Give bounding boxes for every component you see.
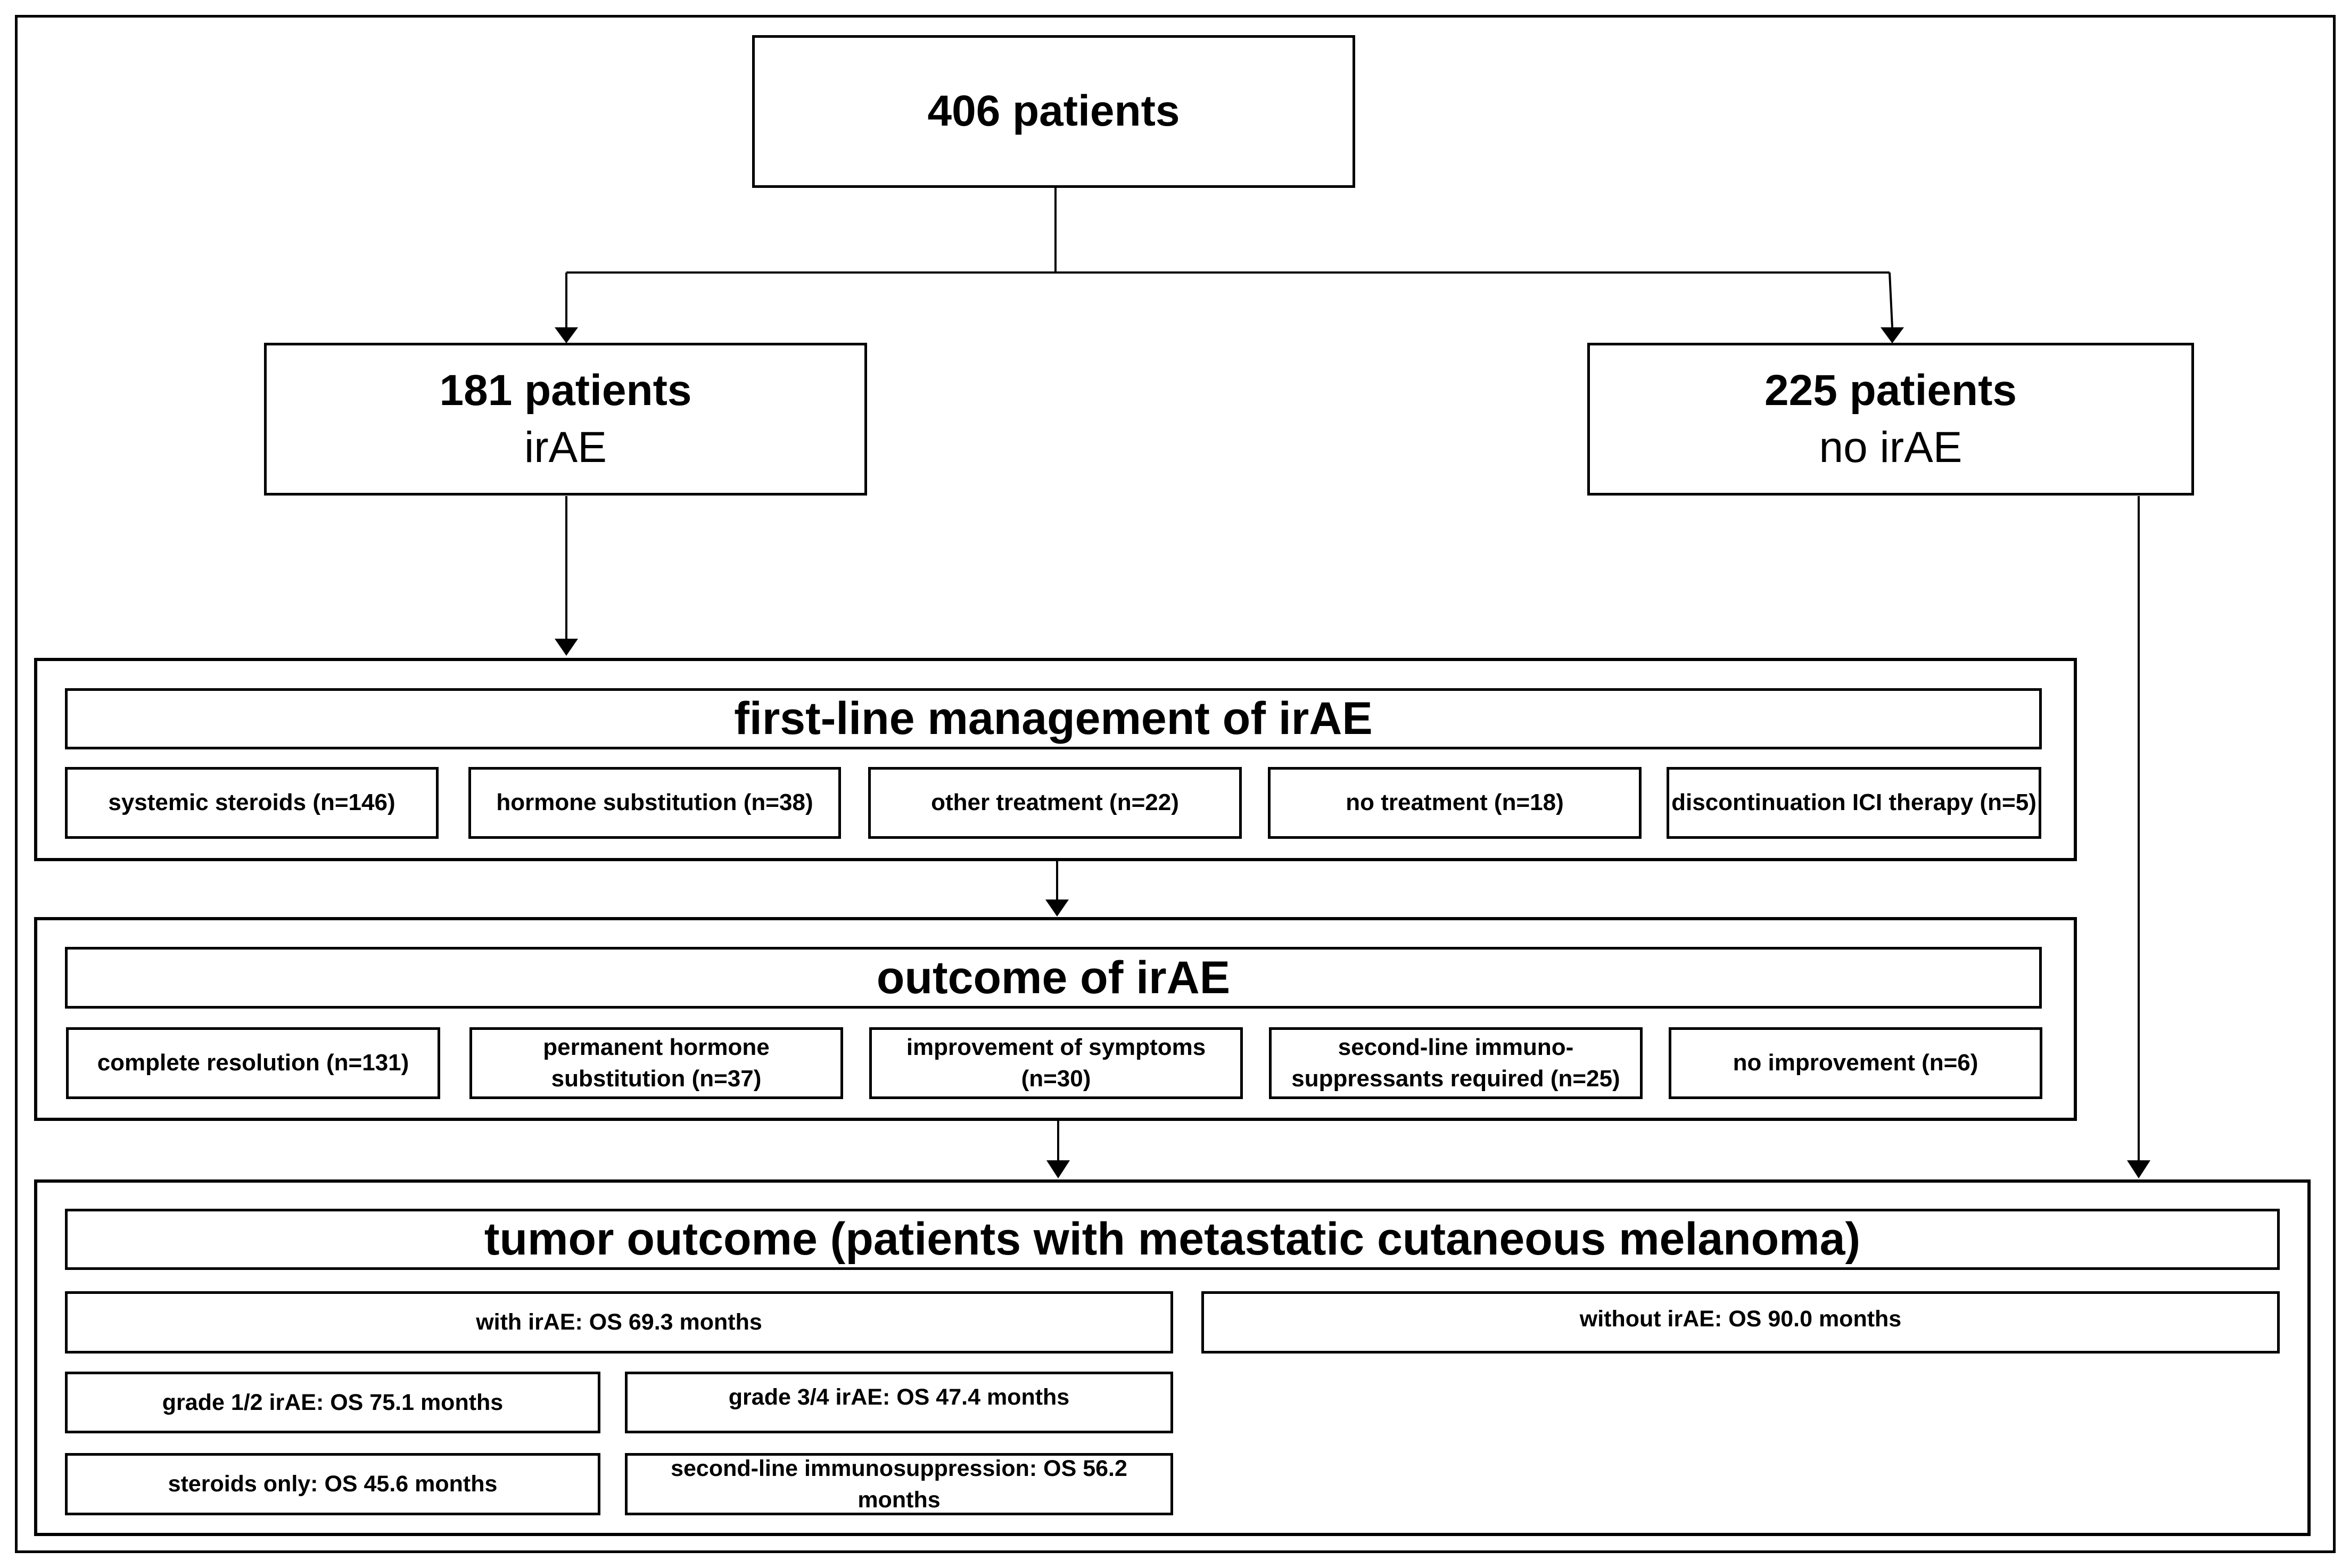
outcome-of-irae-title-box: outcome of irAE [65, 947, 2042, 1009]
arrowhead-tumor-right [2127, 1160, 2150, 1178]
grade-3-4-os-label: grade 3/4 irAE: OS 47.4 months [728, 1384, 1070, 1410]
outcome-item-line1: improvement of symptoms [906, 1034, 1206, 1061]
outer-frame [15, 15, 2336, 1553]
outcome-item-second-line-immunosuppressants: second-line immuno- suppressants require… [1269, 1027, 1643, 1099]
arrowhead-firstline [555, 639, 578, 656]
outcome-item-improvement-of-symptoms: improvement of symptoms (n=30) [869, 1027, 1243, 1099]
without-irae-os-label: without irAE: OS 90.0 months [1579, 1306, 1902, 1332]
total-patients-count: 406 patients [927, 87, 1180, 136]
with-irae-os-label: with irAE: OS 69.3 months [476, 1309, 762, 1335]
steroids-only-os-label: steroids only: OS 45.6 months [168, 1471, 498, 1497]
first-line-item-discontinuation-ici: discontinuation ICI therapy (n=5) [1667, 767, 2041, 839]
tumor-outcome-title-box: tumor outcome (patients with metastatic … [65, 1209, 2280, 1270]
second-line-immunosuppression-os-label: second-line immunosuppression: OS 56.2 m… [671, 1456, 1127, 1513]
arrowhead-irae [555, 327, 578, 343]
outcome-item-line2: suppressants required (n=25) [1291, 1065, 1620, 1092]
outcome-item-permanent-hormone: permanent hormone substitution (n=37) [469, 1027, 843, 1099]
first-line-item-systemic-steroids: systemic steroids (n=146) [65, 767, 439, 839]
first-line-management-title: first-line management of irAE [734, 693, 1373, 744]
outcome-item-line1: no improvement (n=6) [1733, 1050, 1978, 1076]
first-line-item-label: systemic steroids (n=146) [108, 789, 395, 816]
without-irae-os-box: without irAE: OS 90.0 months [1201, 1291, 2280, 1354]
outcome-item-line2: substitution (n=37) [551, 1065, 762, 1092]
first-line-item-label: hormone substitution (n=38) [496, 789, 813, 816]
irae-patients-count: 181 patients [439, 366, 692, 415]
first-line-item-label: discontinuation ICI therapy (n=5) [1671, 789, 2036, 816]
arrowhead-tumor-left [1046, 1160, 1070, 1178]
irae-patients-box: 181 patients irAE [264, 343, 867, 496]
first-line-management-title-box: first-line management of irAE [65, 688, 2042, 749]
outcome-item-complete-resolution: complete resolution (n=131) [66, 1027, 440, 1099]
no-irae-patients-box: 225 patients no irAE [1587, 343, 2194, 496]
outcome-of-irae-title: outcome of irAE [876, 952, 1231, 1003]
tumor-outcome-group [34, 1179, 2311, 1536]
outcome-item-line2: (n=30) [1021, 1065, 1091, 1092]
first-line-item-hormone-substitution: hormone substitution (n=38) [468, 767, 841, 839]
grade-1-2-os-box: grade 1/2 irAE: OS 75.1 months [65, 1372, 600, 1433]
second-line-immunosuppression-os-box: second-line immunosuppression: OS 56.2 m… [625, 1453, 1173, 1515]
outcome-item-line1: complete resolution (n=131) [97, 1050, 409, 1076]
no-irae-patients-count: 225 patients [1764, 366, 2017, 415]
irae-label: irAE [524, 423, 607, 472]
arrowhead-outcome [1045, 899, 1069, 917]
with-irae-os-box: with irAE: OS 69.3 months [65, 1291, 1173, 1354]
outcome-item-line1: second-line immuno- [1338, 1034, 1574, 1061]
connector-right-drop [1889, 272, 1893, 328]
total-patients-box: 406 patients [752, 35, 1355, 188]
first-line-item-label: no treatment (n=18) [1346, 789, 1564, 816]
arrowhead-no-irae [1881, 327, 1904, 343]
no-irae-label: no irAE [1819, 423, 1963, 472]
outcome-item-line1: permanent hormone [543, 1034, 770, 1061]
first-line-item-other-treatment: other treatment (n=22) [868, 767, 1242, 839]
first-line-item-label: other treatment (n=22) [931, 789, 1179, 816]
grade-3-4-os-box: grade 3/4 irAE: OS 47.4 months [625, 1372, 1173, 1433]
tumor-outcome-title: tumor outcome (patients with metastatic … [484, 1214, 1861, 1265]
first-line-item-no-treatment: no treatment (n=18) [1268, 767, 1642, 839]
outcome-of-irae-group [34, 917, 2077, 1121]
steroids-only-os-box: steroids only: OS 45.6 months [65, 1453, 600, 1515]
grade-1-2-os-label: grade 1/2 irAE: OS 75.1 months [162, 1389, 504, 1415]
first-line-management-group [34, 658, 2077, 861]
outcome-item-no-improvement: no improvement (n=6) [1669, 1027, 2042, 1099]
